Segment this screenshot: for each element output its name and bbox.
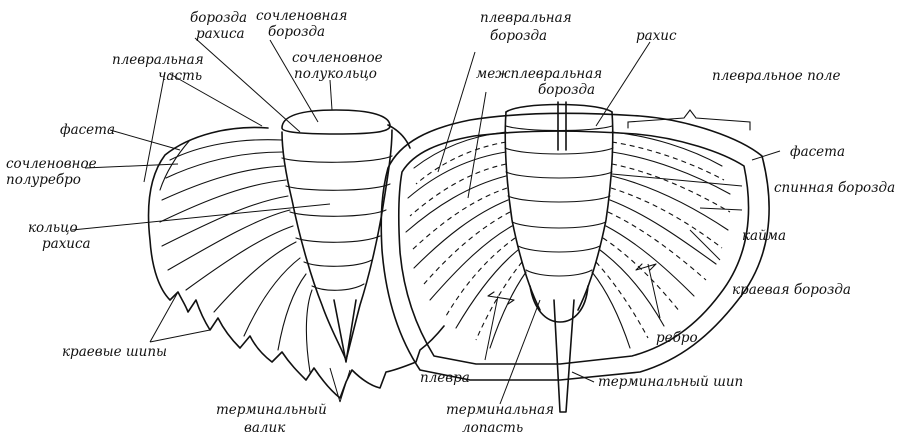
label-pleural-part: плевральная xyxy=(112,52,204,68)
label-terminal-lobe: терминальная xyxy=(446,402,554,418)
left-axis-outline xyxy=(282,130,392,360)
label-rib: ребро xyxy=(656,330,698,346)
right-pleural-dashes-right xyxy=(596,142,730,338)
label-pleura: плевра xyxy=(420,370,470,386)
label-rachis-ring: кольцо xyxy=(28,220,78,236)
label-facet-left: фасета xyxy=(60,122,115,138)
leader-lines xyxy=(72,38,780,404)
label-dorsal-furrow: спинная борозда xyxy=(774,180,895,196)
right-axis-outline xyxy=(505,112,613,310)
label-terminal-ridge-2: валик xyxy=(244,420,286,436)
label-marginal-furrow: краевая борозда xyxy=(732,282,851,298)
label-rachis-ring-2: рахиса xyxy=(42,236,91,252)
label-pleural-field: плевральное поле xyxy=(712,68,840,84)
label-rachis-furrow-2: рахиса xyxy=(196,26,245,42)
label-terminal-spine: терминальный шип xyxy=(598,374,743,390)
label-interpleural-furrow-2: борозда xyxy=(538,82,595,98)
left-axis-rings xyxy=(282,156,392,290)
label-half-rib-2: полуребро xyxy=(6,172,81,188)
label-rachis-furrow: борозда xyxy=(190,10,247,26)
rib-arrow xyxy=(636,264,656,270)
label-marginal-spines: краевые шипы xyxy=(62,344,167,360)
label-interpleural-furrow: межплевральная xyxy=(476,66,602,82)
labels: борозда рахиса сочленовная борозда сочле… xyxy=(6,8,895,436)
left-pygidium-outline xyxy=(149,127,444,398)
label-half-ring: сочленовное xyxy=(292,50,383,66)
label-half-rib: сочленовное xyxy=(6,156,97,172)
left-pleural-furrows xyxy=(160,140,312,372)
label-facet-right: фасета xyxy=(790,144,845,160)
right-axis-rings xyxy=(505,126,613,276)
pleural-field-bracket xyxy=(628,110,750,130)
right-pleural-furrows-left xyxy=(406,132,526,348)
label-terminal-lobe-2: лопасть xyxy=(462,420,523,436)
right-median-slit xyxy=(558,102,566,150)
label-terminal-ridge: терминальный xyxy=(216,402,327,418)
label-pleural-furrow: плевральная xyxy=(480,10,572,26)
label-pleural-part-2: часть xyxy=(158,68,202,84)
label-articulating-furrow-2: борозда xyxy=(268,24,325,40)
label-rachis: рахис xyxy=(636,28,677,44)
label-border: кайма xyxy=(742,228,786,244)
label-half-ring-2: полукольцо xyxy=(294,66,377,82)
label-articulating-furrow: сочленовная xyxy=(256,8,347,24)
right-terminal-spine xyxy=(554,300,574,412)
right-pygidium xyxy=(381,102,769,412)
right-axis-top xyxy=(506,105,612,113)
label-pleural-furrow-2: борозда xyxy=(490,28,547,44)
